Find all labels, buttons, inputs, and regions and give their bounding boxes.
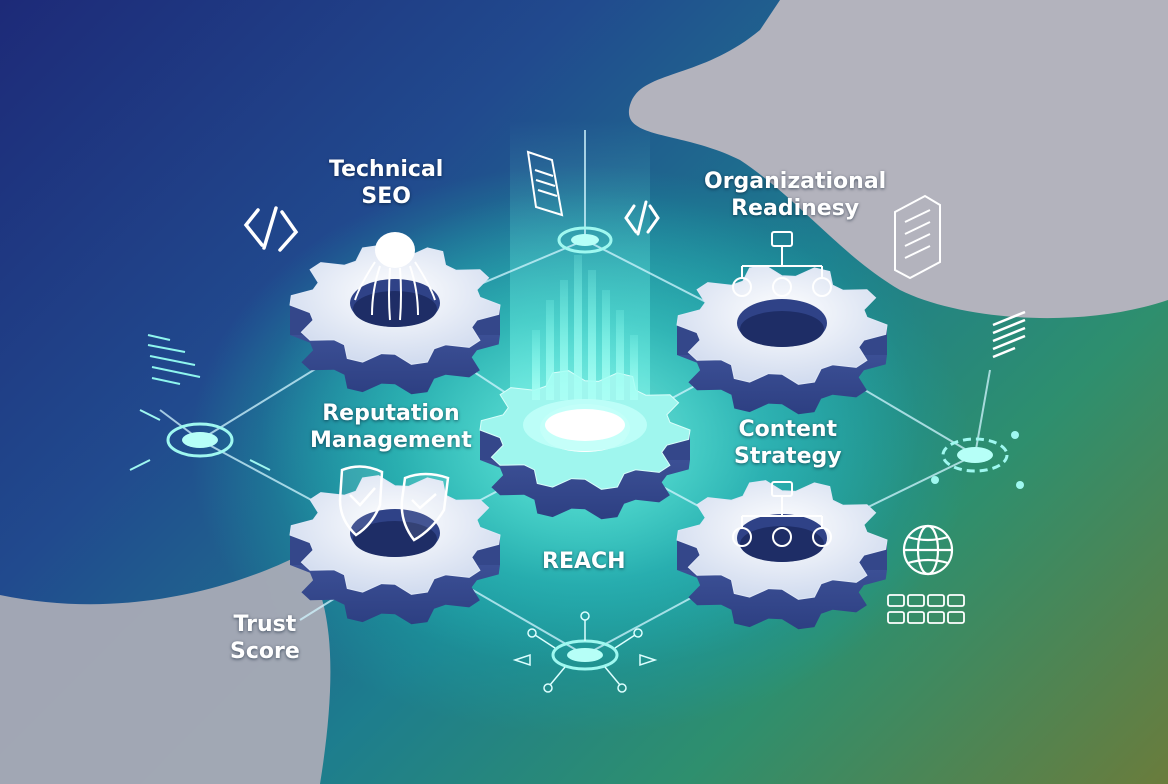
background-shape-bottom-left [0,555,331,784]
label-line: Strategy [734,444,842,469]
grid-icon [887,594,965,624]
org-chart-icon [732,481,832,547]
org-chart-icon [732,231,832,297]
label-technical-seo: Technical SEO [329,156,443,210]
gear-organizational-readiness [676,265,888,415]
spider-icon [354,232,436,321]
label-line: REACH [542,549,626,574]
label-line: Score [230,639,300,664]
globe-icon [902,524,954,576]
hub-node-icon [129,409,271,471]
data-lines-icon [147,334,201,385]
hub-node-icon [557,226,613,254]
gear-content-strategy [676,480,888,630]
label-reputation-management: Reputation Management [310,400,472,454]
data-lines-icon [992,310,1026,359]
label-organizational-readiness: Organizational Readinesy [704,168,886,222]
label-line: SEO [361,184,411,209]
hub-node-icon [931,431,1024,489]
document-icon [894,194,941,280]
code-icon [624,200,660,236]
hub-node-icon [512,611,658,693]
label-line: Reputation [322,401,460,426]
label-content-strategy: Content Strategy [734,416,842,470]
label-line: Organizational [704,169,887,194]
label-line: Technical [329,157,444,182]
document-icon [526,150,564,217]
gear-trust-score [289,475,501,625]
label-trust-score: Trust Score [230,611,300,665]
label-line: Management [310,428,472,453]
reach-bar-chart-icon [523,255,647,451]
label-reach: REACH [542,548,626,575]
background-shape-top-right [628,0,1168,319]
label-line: Readinesy [731,196,860,221]
label-line: Content [738,417,838,442]
code-icon [243,206,299,252]
shield-icon [338,465,450,542]
label-line: Trust [233,612,297,637]
